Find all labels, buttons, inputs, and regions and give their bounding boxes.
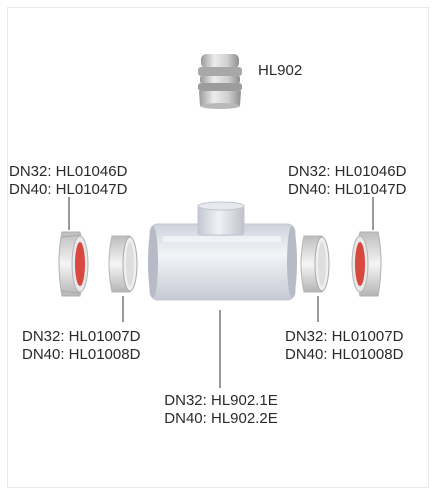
right-nut-label-dn32: DN32: HL01046D (288, 163, 407, 180)
left-ring-label-dn32: DN32: HL01007D (22, 328, 141, 345)
tee-label-dn32: DN32: HL902.1E (164, 392, 278, 409)
right-ring-label: DN32: HL01007D DN40: HL01008D (285, 328, 403, 364)
right-ring-part (300, 235, 330, 293)
right-nut-part (351, 231, 382, 297)
right-ring-label-dn32: DN32: HL01007D (285, 328, 404, 345)
tee-label-dn40: DN40: HL902.2E (164, 410, 278, 427)
tee-label: DN32: HL902.1E DN40: HL902.2E (148, 392, 294, 428)
left-nut-label-dn40: DN40: HL01047D (9, 181, 128, 198)
left-nut-label: DN32: HL01046D DN40: HL01047D (9, 163, 127, 199)
left-ring-part (108, 235, 138, 293)
left-nut-label-dn32: DN32: HL01046D (9, 163, 128, 180)
cap-hl902-part (198, 54, 242, 109)
left-nut-part (58, 231, 89, 297)
right-nut-label-dn40: DN40: HL01047D (288, 181, 407, 198)
cap-label: HL902 (258, 62, 303, 79)
right-ring-label-dn40: DN40: HL01008D (285, 346, 404, 363)
right-nut-label: DN32: HL01046D DN40: HL01047D (288, 163, 406, 199)
tee-body-part (148, 201, 297, 301)
left-ring-label: DN32: HL01007D DN40: HL01008D (22, 328, 140, 364)
left-ring-label-dn40: DN40: HL01008D (22, 346, 141, 363)
